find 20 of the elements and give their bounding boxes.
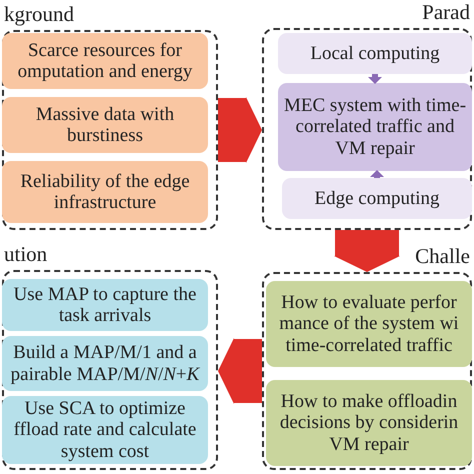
text-box: MEC system with time-correlated traffic and VM repair <box>278 83 472 171</box>
group-heading: ution <box>4 242 48 267</box>
text-box: Local computing <box>278 33 472 74</box>
text-box: Massive data with burstiness <box>2 97 208 153</box>
text-box: Scarce resources for omputation and energy <box>2 33 208 89</box>
text-box: Use SCA to optimize ffload rate and calculate system cost <box>2 396 208 464</box>
text-box: Build a MAP/M/1 and a pairable MAP/M/N/N+K <box>2 336 208 391</box>
group-heading: kground <box>4 2 74 27</box>
arrow <box>370 170 384 178</box>
block-arrow <box>218 97 262 163</box>
group-heading: Challe <box>415 244 470 269</box>
block-arrow <box>218 338 262 404</box>
text-box: How to make offloadin decisions by considerin VM repair <box>266 380 472 466</box>
text-box: How to evaluate perfor mance of the system wi time-correlated traffic <box>266 281 472 367</box>
text-box: Reliability of the edge infrastructure <box>2 161 208 223</box>
block-arrow <box>334 230 400 272</box>
text-box: Use MAP to capture the task arrivals <box>2 279 208 331</box>
text-box: Edge computing <box>282 178 472 219</box>
group-heading: Parad <box>422 0 470 25</box>
arrow <box>368 74 382 84</box>
